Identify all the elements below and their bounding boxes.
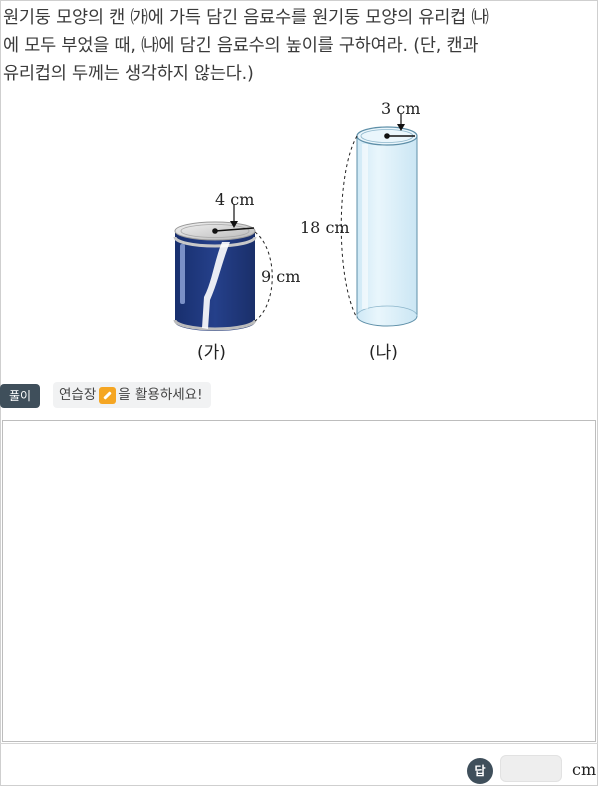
answer-divider xyxy=(0,743,598,744)
hint-text-before: 연습장 xyxy=(59,387,97,403)
pencil-memo-icon[interactable] xyxy=(99,386,117,404)
scratchpad-hint[interactable]: 연습장 을 활용하세요! xyxy=(53,382,211,408)
cup-height-label: 18 cm xyxy=(300,218,350,237)
can-shape xyxy=(173,204,273,331)
solution-workspace[interactable] xyxy=(2,420,596,742)
can-caption: (가) xyxy=(197,343,226,363)
cup-radius-label: 3 cm xyxy=(381,99,420,118)
answer-input[interactable] xyxy=(500,755,562,782)
answer-unit: cm xyxy=(572,760,597,779)
can-radius-label: 4 cm xyxy=(215,190,254,209)
question-text: 원기둥 모양의 캔 ㈎에 가득 담긴 음료수를 원기둥 모양의 유리컵 ㈏ 에 … xyxy=(3,8,489,84)
solution-badge: 풀이 xyxy=(0,384,40,408)
cup-shape xyxy=(340,114,418,327)
hint-text-after: 을 활용하세요! xyxy=(118,387,203,403)
figure: 4 cm 9 cm (가) 3 cm 18 cm (나) xyxy=(0,92,598,372)
cup-caption: (나) xyxy=(369,343,398,363)
figure-svg: 4 cm 9 cm (가) 3 cm 18 cm (나) xyxy=(173,99,420,363)
answer-badge: 답 xyxy=(467,758,493,784)
can-height-label: 9 cm xyxy=(261,267,300,286)
